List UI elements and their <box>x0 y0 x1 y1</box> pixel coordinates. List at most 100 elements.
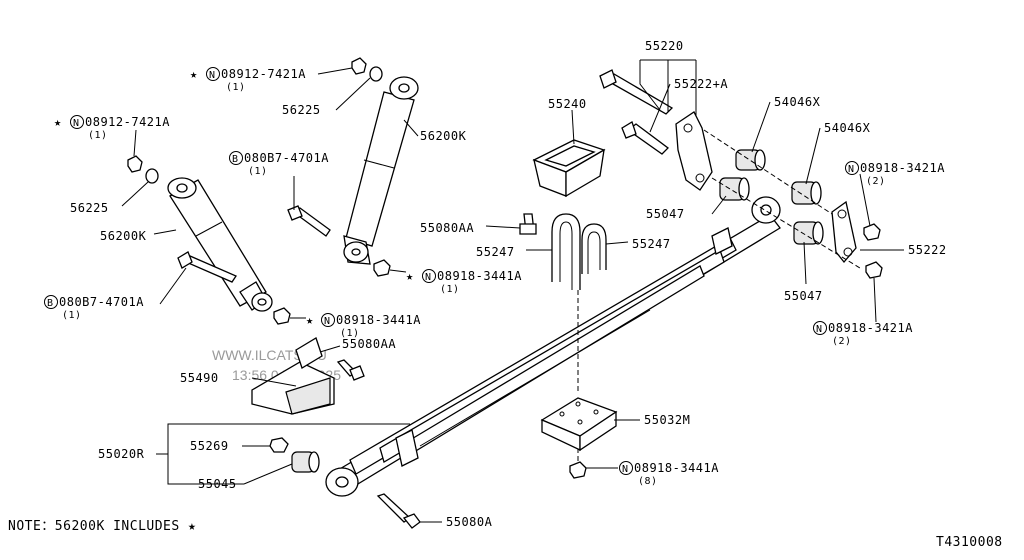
label-55222A: 55222+A <box>674 77 728 91</box>
washer-56225-right[interactable] <box>369 66 383 82</box>
label-08918-3421-a: 08918-3421A <box>860 161 945 175</box>
qty-08918-3421-b: (2) <box>832 336 852 347</box>
bumper-55240[interactable] <box>532 139 606 198</box>
nut-08918-bottom[interactable] <box>569 461 587 479</box>
qty-08918-3421-a: (2) <box>866 176 886 187</box>
bolt-55080A[interactable] <box>376 493 421 529</box>
nut-symbol-letter: N <box>209 70 216 81</box>
bushing-54046X-lower[interactable] <box>791 181 822 205</box>
star-icon: ★ <box>190 67 198 81</box>
nut-08918-3421-upper[interactable] <box>863 223 881 241</box>
bolt-symbol-icon <box>229 151 243 165</box>
nut-08912-left[interactable] <box>127 155 143 173</box>
label-55080A: 55080A <box>446 515 493 529</box>
label-55222: 55222 <box>908 243 947 257</box>
bolt-55220-long[interactable] <box>599 69 674 115</box>
nut-symbol-icon <box>206 67 220 81</box>
label-56200K-a: 56200K <box>420 129 467 143</box>
label-55240: 55240 <box>548 97 587 111</box>
label-080B7-b: 080B7-4701A <box>59 295 144 309</box>
bushing-54046X-upper[interactable] <box>735 149 766 171</box>
label-08918-3421-b: 08918-3421A <box>828 321 913 335</box>
label-55020R: 55020R <box>98 447 145 461</box>
shock-absorber-right[interactable] <box>343 76 419 265</box>
label-55490: 55490 <box>180 371 219 385</box>
nut-55269[interactable] <box>269 437 289 453</box>
note-text: NOTE：56200K INCLUDES ★ <box>8 519 196 534</box>
shackle-plate-55222A[interactable] <box>675 111 713 191</box>
bolt-55080AA-top[interactable] <box>519 213 537 235</box>
spring-seat-55032M[interactable] <box>540 397 618 452</box>
star-icon: ★ <box>406 269 414 283</box>
nut-symbol-letter: N <box>324 316 331 327</box>
label-08918-3441-c: 08918-3441A <box>634 461 719 475</box>
label-08912-a: 08912-7421A <box>221 67 306 81</box>
label-55220: 55220 <box>645 39 684 53</box>
label-55047-b: 55047 <box>784 289 823 303</box>
washer-56225-left[interactable] <box>145 168 159 184</box>
star-icon: ★ <box>306 313 314 327</box>
u-bolt-55247-left[interactable] <box>551 213 581 290</box>
label-54046X-2: 54046X <box>824 121 871 135</box>
bolt-080B7-right[interactable] <box>287 205 331 237</box>
label-55047-a: 55047 <box>646 207 685 221</box>
shackle-plate-55222[interactable] <box>831 200 857 264</box>
qty-08918-3441-a: (1) <box>440 284 460 295</box>
label-080B7-a: 080B7-4701A <box>244 151 329 165</box>
label-56225-a: 56225 <box>282 103 321 117</box>
shackle-axis-upper <box>703 129 833 215</box>
shock-absorber-left[interactable] <box>167 177 273 312</box>
label-55080AA-b: 55080AA <box>342 337 396 351</box>
bracket-55490[interactable] <box>251 337 335 415</box>
leaf-spring[interactable] <box>325 196 781 497</box>
qty-080B7-b: (1) <box>62 310 82 321</box>
qty-08912-a: (1) <box>226 82 246 93</box>
u-bolt-55247-right[interactable] <box>581 223 607 274</box>
nut-symbol-letter: N <box>622 464 629 475</box>
star-icon: ★ <box>54 115 62 129</box>
part-labels: 55220 55222+A 54046X 54046X 55240 ★ N 08… <box>8 39 1003 550</box>
nut-symbol-icon <box>845 161 859 175</box>
nut-symbol-icon <box>70 115 84 129</box>
diagram-code: T4310008 <box>936 535 1003 550</box>
qty-080B7-a: (1) <box>248 166 268 177</box>
label-08918-3441-a: 08918-3441A <box>437 269 522 283</box>
label-08918-3441-b: 08918-3441A <box>336 313 421 327</box>
qty-08918-3441-b: (1) <box>340 328 360 339</box>
nut-symbol-letter: N <box>73 118 80 129</box>
shackle-axis-lower <box>711 177 861 269</box>
nut-symbol-icon <box>321 313 335 327</box>
bolt-symbol-letter: B <box>47 298 54 309</box>
nut-08918-right[interactable] <box>373 259 391 277</box>
leader-lines <box>121 59 904 523</box>
nut-08912-right[interactable] <box>351 57 367 75</box>
label-55032M: 55032M <box>644 413 690 427</box>
bolt-symbol-letter: B <box>232 154 239 165</box>
label-55269: 55269 <box>190 439 229 453</box>
bushing-55045[interactable] <box>291 451 320 473</box>
bushing-55047-lower[interactable] <box>793 221 824 245</box>
nut-symbol-icon <box>422 269 436 283</box>
label-55080AA-a: 55080AA <box>420 221 474 235</box>
label-55247-a: 55247 <box>476 245 515 259</box>
bolt-55220-short[interactable] <box>621 121 669 155</box>
label-08912-b: 08912-7421A <box>85 115 170 129</box>
bolt-080B7-left[interactable] <box>177 251 237 283</box>
nut-symbol-icon <box>813 321 827 335</box>
qty-08912-b: (1) <box>88 130 108 141</box>
label-54046X-1: 54046X <box>774 95 821 109</box>
bolt-symbol-icon <box>44 295 58 309</box>
nut-08918-left[interactable] <box>273 307 291 325</box>
nut-symbol-letter: N <box>848 164 855 175</box>
label-56200K-b: 56200K <box>100 229 147 243</box>
bushing-55047-upper[interactable] <box>719 177 750 201</box>
bolt-55080AA-bracket[interactable] <box>336 359 365 381</box>
nut-08918-3421-lower[interactable] <box>865 261 883 279</box>
qty-08918-3441-c: (8) <box>638 476 658 487</box>
label-56225-b: 56225 <box>70 201 109 215</box>
nut-symbol-letter: N <box>425 272 432 283</box>
label-55247-b: 55247 <box>632 237 671 251</box>
label-55045: 55045 <box>198 477 237 491</box>
